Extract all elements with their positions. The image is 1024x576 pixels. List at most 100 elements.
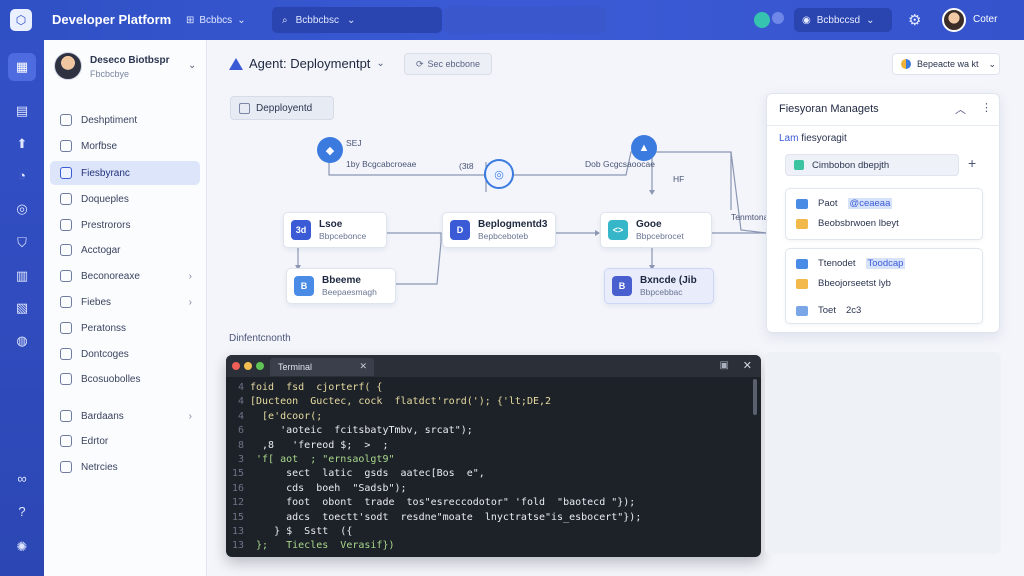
- help-rail-icon[interactable]: ?: [18, 504, 26, 519]
- sidebar-item-label: Peratonss: [81, 322, 127, 334]
- grid-rail-icon[interactable]: ▥: [15, 268, 29, 283]
- gear-icon[interactable]: ⚙: [908, 12, 922, 29]
- sidebar-item-8[interactable]: Fiebes›: [50, 290, 200, 314]
- environment-select[interactable]: Bepeacte wa kt ⌄: [892, 53, 1000, 75]
- globe-rail-icon[interactable]: ◍: [16, 333, 28, 348]
- user-name[interactable]: Coter: [973, 14, 998, 25]
- monitor-rail-icon[interactable]: ◔: [18, 168, 26, 183]
- nav-item-icon: [60, 348, 72, 360]
- sidebar-item-13[interactable]: Edrtor: [50, 429, 200, 453]
- hub-icon[interactable]: ◎: [484, 159, 514, 189]
- file-tag: @ceaeaa: [847, 198, 893, 209]
- pages-rail-icon[interactable]: ▤: [15, 103, 29, 118]
- sidebar-item-6[interactable]: Acctogar: [50, 238, 200, 262]
- file-icon: [796, 258, 808, 269]
- dashboard-selector[interactable]: ◉ Bcbbccsd ⌄: [794, 8, 892, 32]
- line-number: 15: [231, 468, 244, 480]
- dashboard-rail-icon[interactable]: ▦: [8, 53, 36, 81]
- node-subtitle: Bepbceboteb: [478, 230, 529, 241]
- notification-icon[interactable]: [772, 12, 784, 24]
- sidebar-item-12[interactable]: Bardaans›: [50, 404, 200, 428]
- section-label: Dinfentcnonth: [229, 333, 291, 344]
- settings-rail-icon[interactable]: ✺: [16, 539, 28, 554]
- nav-item-icon: [60, 410, 72, 422]
- user-avatar[interactable]: [942, 8, 966, 32]
- node-title: Lsoe: [319, 218, 343, 230]
- nav-item-icon: [60, 322, 72, 334]
- trigger-icon[interactable]: ◆: [317, 137, 343, 163]
- profile-switcher[interactable]: Deseco Biotbspr Fbcbcbye ⌄: [54, 52, 204, 88]
- canvas-filter-chip[interactable]: Depployentd: [230, 96, 334, 120]
- panel-selector-row[interactable]: Cimbobon dbepjth: [785, 154, 959, 176]
- nav-item-icon: [60, 270, 72, 282]
- deploy-rail-icon[interactable]: ⬆: [16, 136, 28, 151]
- main-area: Agent: Deploymentpt ⌄ ⟳ Sec ebcbone Bepe…: [207, 40, 1024, 576]
- collapse-icon[interactable]: ︿: [955, 104, 966, 116]
- maximize-window-icon[interactable]: [256, 362, 264, 370]
- sidebar-item-9[interactable]: Peratonss: [50, 316, 200, 340]
- tab-terminal[interactable]: Terminal ✕: [270, 358, 374, 376]
- node-title: Gooe: [636, 218, 662, 230]
- minimize-window-icon[interactable]: [244, 362, 252, 370]
- workspace-selector[interactable]: ⊞ Bcbbcs ⌄: [186, 10, 246, 30]
- file-item[interactable]: Bbeojorseetst lyb: [796, 278, 891, 289]
- alert-label: Dob Gcgcsaoocae: [585, 159, 655, 169]
- shield-rail-icon[interactable]: ⛉: [17, 235, 27, 250]
- add-icon[interactable]: +: [968, 155, 977, 171]
- sidebar-item-4[interactable]: Doqueples: [50, 187, 200, 211]
- sidebar-item-7[interactable]: Beconoreaxe›: [50, 264, 200, 288]
- secondary-action-button[interactable]: ⟳ Sec ebcbone: [404, 53, 492, 75]
- panel-placeholder: [765, 352, 1001, 554]
- terminal-scrollbar[interactable]: [753, 379, 757, 415]
- close-window-icon[interactable]: [232, 362, 240, 370]
- close-icon[interactable]: ✕: [742, 360, 752, 372]
- code-line: 3 'f[ aot ; "ernsaolgt9": [226, 453, 761, 467]
- sidebar-item-1[interactable]: Deshptiment: [50, 108, 200, 132]
- workspace-label: Bcbbcs: [199, 14, 233, 26]
- cloud-rail-icon[interactable]: ◎: [16, 201, 28, 216]
- split-pane-icon[interactable]: ▣: [719, 360, 729, 371]
- file-item[interactable]: Beobsbrwoen lbeyt: [796, 218, 899, 229]
- chevron-down-icon[interactable]: ⌄: [376, 58, 385, 69]
- line-number: 4: [237, 410, 244, 422]
- page-title: Agent: Deploymentpt ⌄: [229, 56, 385, 71]
- search-bar[interactable]: ⌕ Bcbbcbsc ⌄: [272, 7, 442, 33]
- sidebar-item-3[interactable]: Fiesbyranc: [50, 161, 200, 185]
- line-number: 4: [237, 396, 244, 408]
- node-subtitle: Bbpcebonce: [319, 230, 367, 241]
- sidebar-item-14[interactable]: Netrcies: [50, 455, 200, 479]
- square-icon: [239, 102, 250, 114]
- chevron-down-icon: ⌄: [346, 14, 356, 26]
- nav-item-icon: [60, 140, 72, 152]
- terminal-titlebar: Terminal ✕ ▣ ✕: [226, 355, 761, 377]
- sidebar-item-label: Prestrorors: [81, 219, 131, 231]
- sidebar-item-11[interactable]: Bcosuobolles: [50, 367, 200, 391]
- sidebar-item-5[interactable]: Prestrorors: [50, 213, 200, 237]
- status-indicator-icon[interactable]: [754, 12, 770, 28]
- search-icon: ⌕: [282, 14, 288, 26]
- sidebar-item-10[interactable]: Dontcoges: [50, 342, 200, 366]
- app-logo-icon[interactable]: ⬡: [10, 9, 32, 31]
- code-text: }; Tiecles Verasif}): [250, 540, 395, 552]
- environment-icon: [901, 59, 911, 69]
- flow-canvas[interactable]: Depployentd ◆ SEJ 1by Bcgcabcroeae ◎ (3t…: [221, 92, 770, 332]
- file-item[interactable]: Paot@ceaeaa: [796, 198, 893, 209]
- sidebar-item-2[interactable]: Morfbse: [50, 134, 200, 158]
- chart-rail-icon[interactable]: ▧: [15, 300, 29, 315]
- close-icon[interactable]: ✕: [359, 361, 367, 371]
- link-rail-icon[interactable]: ∞: [17, 471, 27, 486]
- more-options-icon[interactable]: ⋮: [981, 102, 992, 114]
- file-tag: Toodcap: [865, 258, 906, 269]
- bell-icon[interactable]: ▲: [631, 135, 657, 161]
- divider: [767, 125, 1001, 126]
- secondary-search-field[interactable]: [444, 7, 606, 33]
